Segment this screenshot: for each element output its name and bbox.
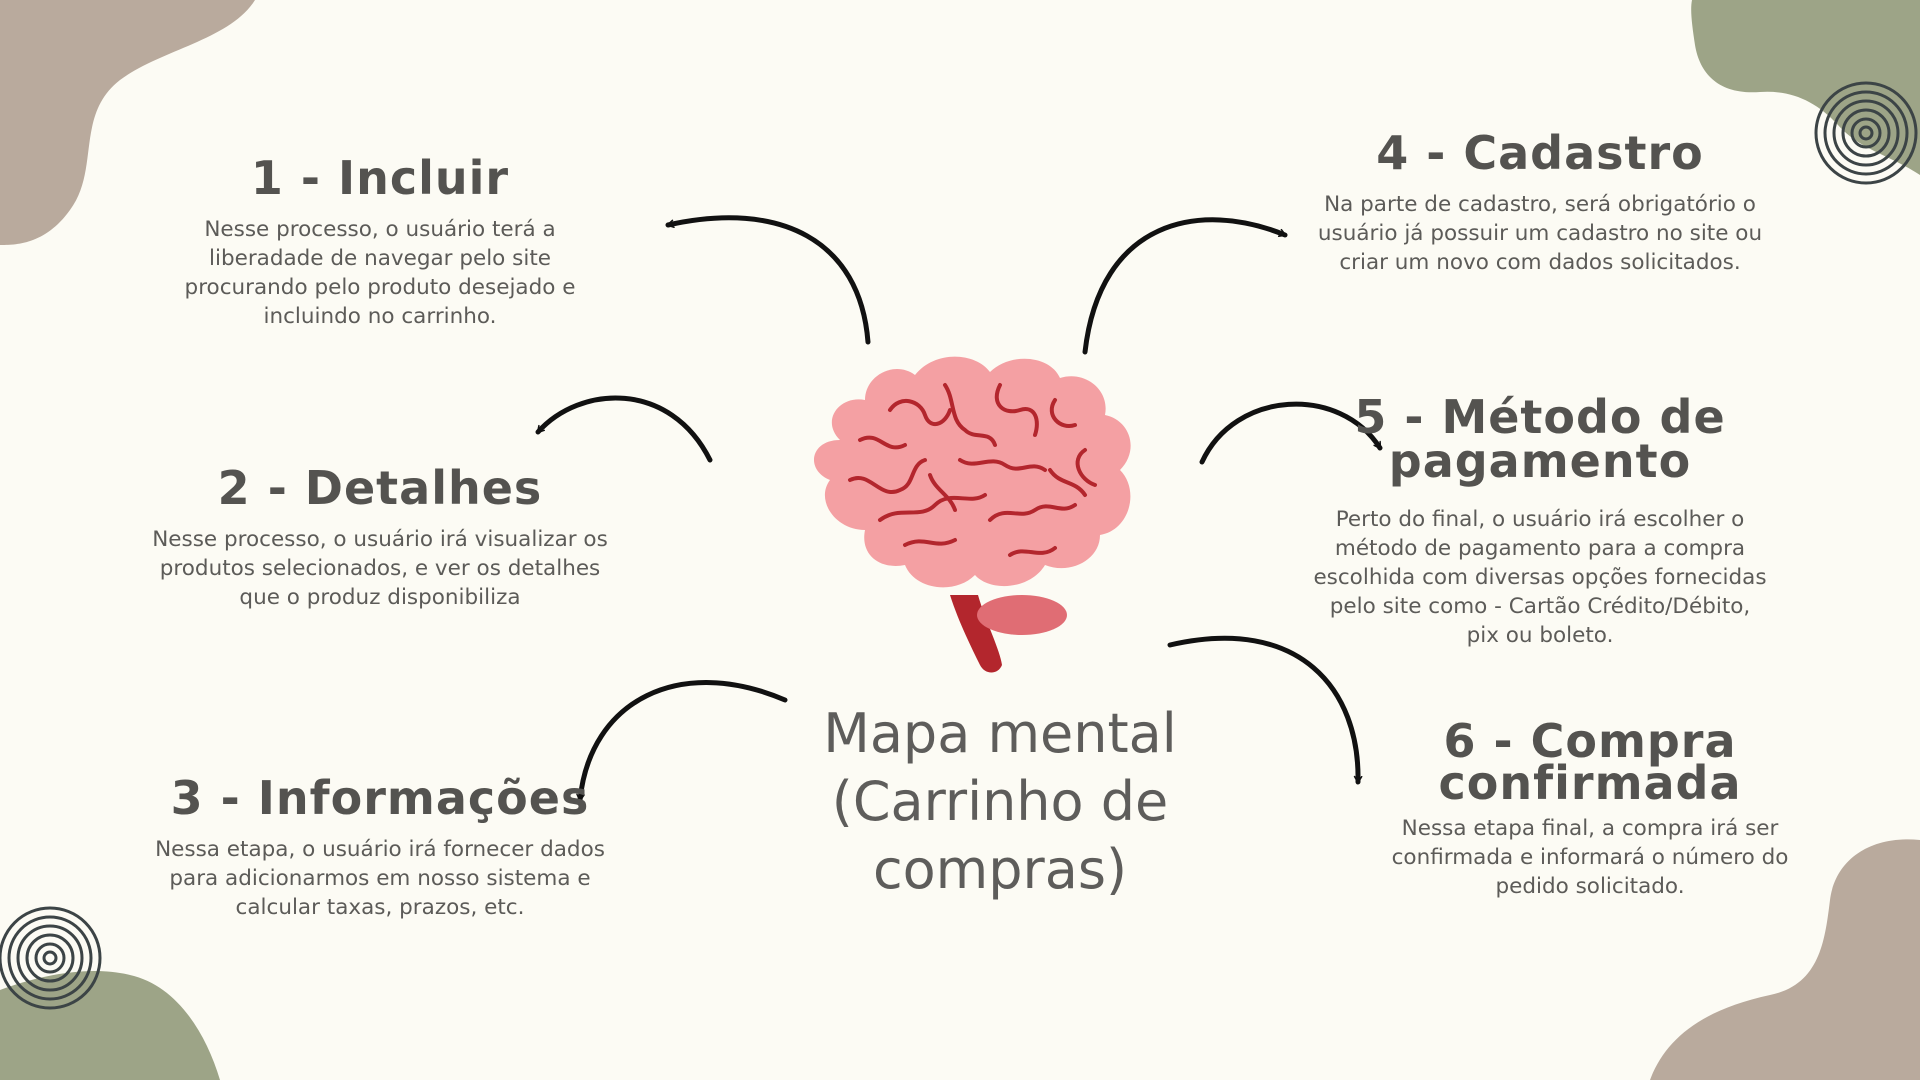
node-metodo-pagamento-title: 5 - Método de pagamento — [1354, 390, 1726, 488]
spiral-top-right-icon — [1814, 81, 1918, 185]
center-title: Mapa mental (Carrinho de compras) — [700, 700, 1300, 904]
center-title-line1: Mapa mental — [823, 702, 1177, 765]
arrow-to-informacoes — [576, 680, 788, 803]
arrow-to-compra — [1167, 635, 1363, 785]
arrow-to-incluir — [665, 215, 871, 345]
node-incluir-text: Nesse processo, o usuário terá a liberad… — [184, 217, 576, 329]
blob-bottom-left — [0, 970, 220, 1080]
blob-top-right — [1691, 0, 1920, 175]
node-detalhes-text: Nesse processo, o usuário irá visualizar… — [152, 527, 608, 610]
arrow-to-cadastro — [1082, 217, 1288, 355]
node-cadastro-title: 4 - Cadastro — [1376, 126, 1704, 180]
node-metodo-pagamento: 5 - Método de pagamento Perto do final, … — [1300, 390, 1780, 650]
node-incluir: 1 - Incluir Nesse processo, o usuário te… — [160, 155, 600, 331]
node-metodo-pagamento-text: Perto do final, o usuário irá escolher o… — [1313, 507, 1767, 648]
node-compra-confirmada-text: Nessa etapa final, a compra irá ser conf… — [1391, 816, 1789, 899]
node-cadastro-text: Na parte de cadastro, será obrigatório o… — [1317, 192, 1763, 275]
blob-top-left — [0, 0, 255, 245]
blob-bottom-right — [1650, 839, 1920, 1080]
node-informacoes-text: Nessa etapa, o usuário irá fornecer dado… — [155, 837, 605, 920]
node-incluir-title: 1 - Incluir — [250, 151, 510, 205]
node-detalhes: 2 - Detalhes Nesse processo, o usuário i… — [140, 465, 620, 612]
arrow-to-detalhes — [535, 395, 713, 463]
node-detalhes-title: 2 - Detalhes — [217, 461, 543, 515]
center-title-line2: (Carrinho de compras) — [831, 770, 1169, 901]
node-informacoes-title: 3 - Informações — [170, 771, 590, 825]
node-informacoes: 3 - Informações Nessa etapa, o usuário i… — [140, 775, 620, 922]
node-compra-confirmada-title: 6 - Compra confirmada — [1438, 714, 1742, 810]
node-cadastro: 4 - Cadastro Na parte de cadastro, será … — [1300, 130, 1780, 277]
spiral-bottom-left-icon — [0, 906, 102, 1010]
arrow-to-metodo — [1199, 401, 1383, 465]
brain-icon — [813, 356, 1131, 673]
node-compra-confirmada: 6 - Compra confirmada Nessa etapa final,… — [1380, 714, 1800, 901]
